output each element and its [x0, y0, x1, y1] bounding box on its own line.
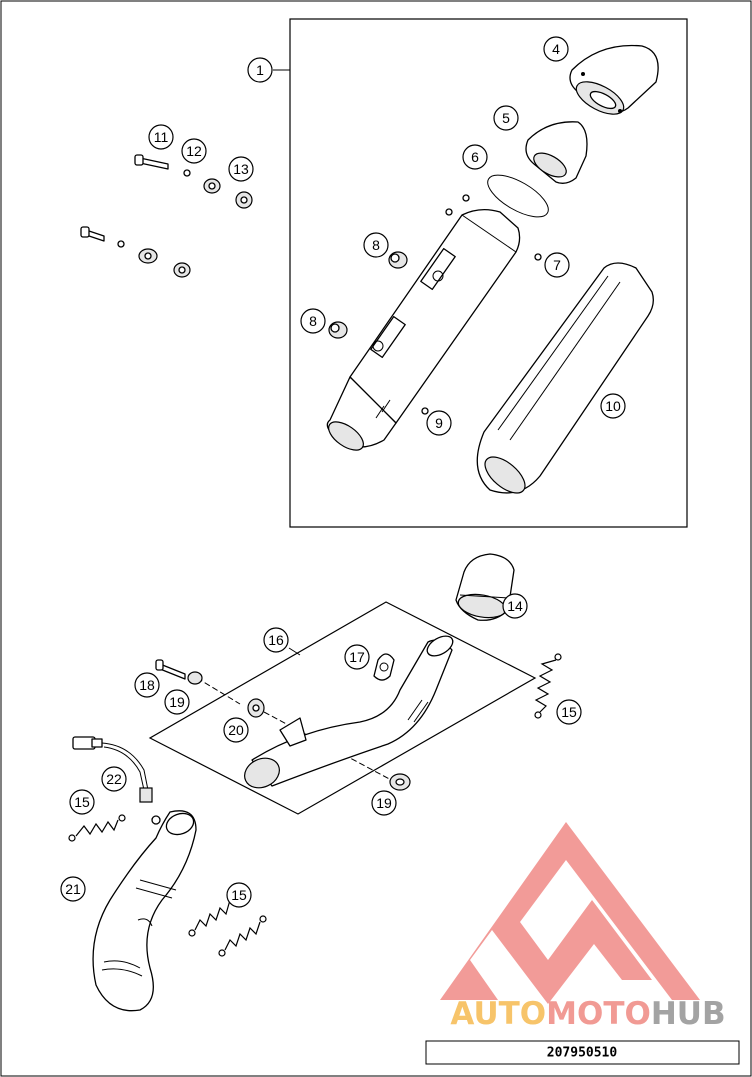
manifold-hardware	[155, 659, 411, 791]
silencer-assembly-box	[289, 18, 688, 528]
inner-cone-part	[525, 121, 588, 184]
svg-text:20: 20	[228, 722, 244, 738]
header-pipe-part	[92, 810, 197, 1012]
callout-22: 22	[101, 766, 127, 792]
callout-19-left: 19	[164, 689, 190, 715]
callout-8-upper: 8	[363, 232, 389, 258]
sensor-cable-part	[72, 736, 153, 803]
watermark-logo	[440, 822, 700, 1004]
callout-17: 17	[344, 644, 370, 670]
callout-4: 4	[543, 36, 569, 62]
silencer-body-part	[326, 208, 521, 451]
callout-8-lower: 8	[300, 308, 326, 334]
end-cap-part	[569, 44, 659, 115]
callout-5: 5	[493, 105, 519, 131]
protective-sleeve-part	[476, 262, 654, 494]
svg-text:15: 15	[231, 887, 247, 903]
callout-12: 12	[181, 138, 207, 164]
svg-text:7: 7	[553, 257, 561, 273]
svg-text:18: 18	[139, 677, 155, 693]
callout-7: 7	[544, 252, 570, 278]
callout-1: 1	[247, 57, 273, 83]
callout-9: 9	[426, 410, 452, 436]
svg-text:14: 14	[507, 598, 523, 614]
svg-text:8: 8	[309, 313, 317, 329]
svg-text:8: 8	[372, 237, 380, 253]
callout-15-right: 15	[556, 699, 582, 725]
part-number-box	[425, 1040, 740, 1065]
spring-part	[68, 653, 562, 957]
callout-19-right: 19	[371, 790, 397, 816]
svg-text:21: 21	[65, 881, 81, 897]
manifold-assembly-box	[148, 601, 537, 815]
svg-text:5: 5	[502, 110, 510, 126]
callout-group: 1 4 5 6 7 8 8 9 10 11 12 13 14 15 15 15 …	[60, 36, 626, 908]
callout-15-left: 15	[69, 789, 95, 815]
callout-13: 13	[228, 156, 254, 182]
svg-text:11: 11	[154, 129, 169, 145]
callout-20: 20	[223, 717, 249, 743]
svg-text:6: 6	[471, 149, 479, 165]
grommet-part	[328, 251, 408, 339]
callout-14: 14	[502, 593, 528, 619]
watermark-triangle-mark	[440, 822, 700, 1004]
svg-text:13: 13	[233, 161, 249, 177]
connector-sleeve-part	[455, 553, 515, 621]
svg-text:15: 15	[561, 704, 577, 720]
gasket-ring-part	[487, 174, 549, 218]
manifold-pipe-part	[244, 635, 454, 789]
svg-text:16: 16	[268, 632, 284, 648]
callout-18: 18	[134, 672, 160, 698]
svg-text:17: 17	[349, 649, 365, 665]
svg-text:10: 10	[605, 398, 621, 414]
svg-text:12: 12	[186, 143, 202, 159]
callout-10: 10	[600, 393, 626, 419]
silencer-screws	[421, 194, 542, 415]
svg-text:4: 4	[552, 41, 560, 57]
callout-6: 6	[462, 144, 488, 170]
svg-text:1: 1	[256, 62, 264, 78]
callout-21: 21	[60, 876, 86, 902]
callout-16: 16	[263, 627, 289, 653]
svg-text:15: 15	[74, 794, 90, 810]
svg-text:19: 19	[376, 795, 392, 811]
callout-15-lower: 15	[226, 882, 252, 908]
mounting-hardware-lower	[80, 226, 191, 278]
svg-text:22: 22	[106, 771, 122, 787]
watermark-text: AUTOMOTOHUB	[450, 996, 725, 1032]
svg-text:19: 19	[169, 694, 185, 710]
mounting-hardware-upper	[134, 154, 253, 209]
clamp-part	[373, 653, 395, 681]
svg-text:9: 9	[435, 415, 443, 431]
callout-11: 11	[148, 124, 174, 150]
part-number: 207950510	[547, 1046, 618, 1061]
